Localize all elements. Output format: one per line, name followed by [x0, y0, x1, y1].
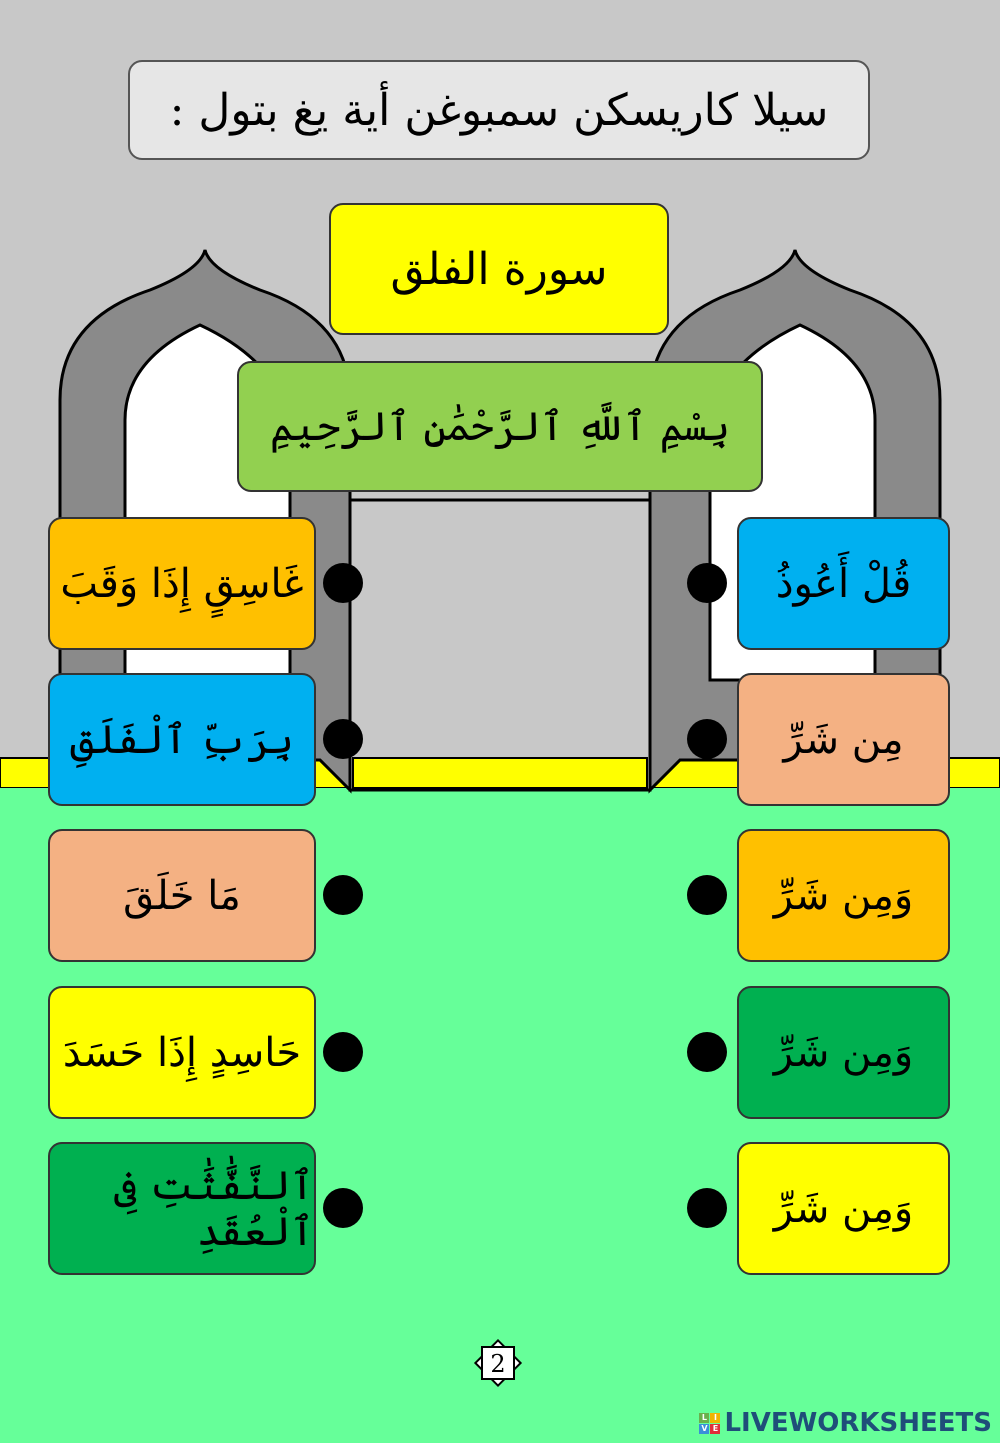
bismillah: بِسْمِ ٱللَّهِ ٱلرَّحْمَٰنِ ٱلرَّحِيمِ [237, 361, 763, 492]
right-match-dot[interactable] [687, 563, 727, 603]
right-match-dot[interactable] [687, 719, 727, 759]
left-phrase-box[interactable]: حَاسِدٍ إِذَا حَسَدَ [48, 986, 316, 1119]
page-number: 2 [490, 1350, 505, 1378]
right-match-dot[interactable] [687, 1032, 727, 1072]
instruction-banner: سيلا كاريسكن سمبوغن أية يغ بتول : [128, 60, 870, 160]
left-phrase-box[interactable]: ٱلنَّفَّٰثَٰتِ فِى ٱلْعُقَدِ [48, 1142, 316, 1275]
left-phrase-box[interactable]: غَاسِقٍ إِذَا وَقَبَ [48, 517, 316, 650]
left-phrase-box[interactable]: بِرَبِّ ٱلْفَلَقِ [48, 673, 316, 806]
surah-title: سورة الفلق [329, 203, 669, 335]
left-match-dot[interactable] [323, 563, 363, 603]
right-phrase-box[interactable]: وَمِن شَرِّ [737, 1142, 950, 1275]
right-phrase-box[interactable]: مِن شَرِّ [737, 673, 950, 806]
left-phrase-box[interactable]: مَا خَلَقَ [48, 829, 316, 962]
left-match-dot[interactable] [323, 719, 363, 759]
watermark-text: LIVEWORKSHEETS [724, 1408, 992, 1438]
right-match-dot[interactable] [687, 875, 727, 915]
right-phrase-box[interactable]: قُلْ أَعُوذُ [737, 517, 950, 650]
left-match-dot[interactable] [323, 1032, 363, 1072]
left-match-dot[interactable] [323, 875, 363, 915]
left-match-dot[interactable] [323, 1188, 363, 1228]
right-match-dot[interactable] [687, 1188, 727, 1228]
page-number-badge: 2 [473, 1338, 523, 1388]
right-phrase-box[interactable]: وَمِن شَرِّ [737, 986, 950, 1119]
right-phrase-box[interactable]: وَمِن شَرِّ [737, 829, 950, 962]
